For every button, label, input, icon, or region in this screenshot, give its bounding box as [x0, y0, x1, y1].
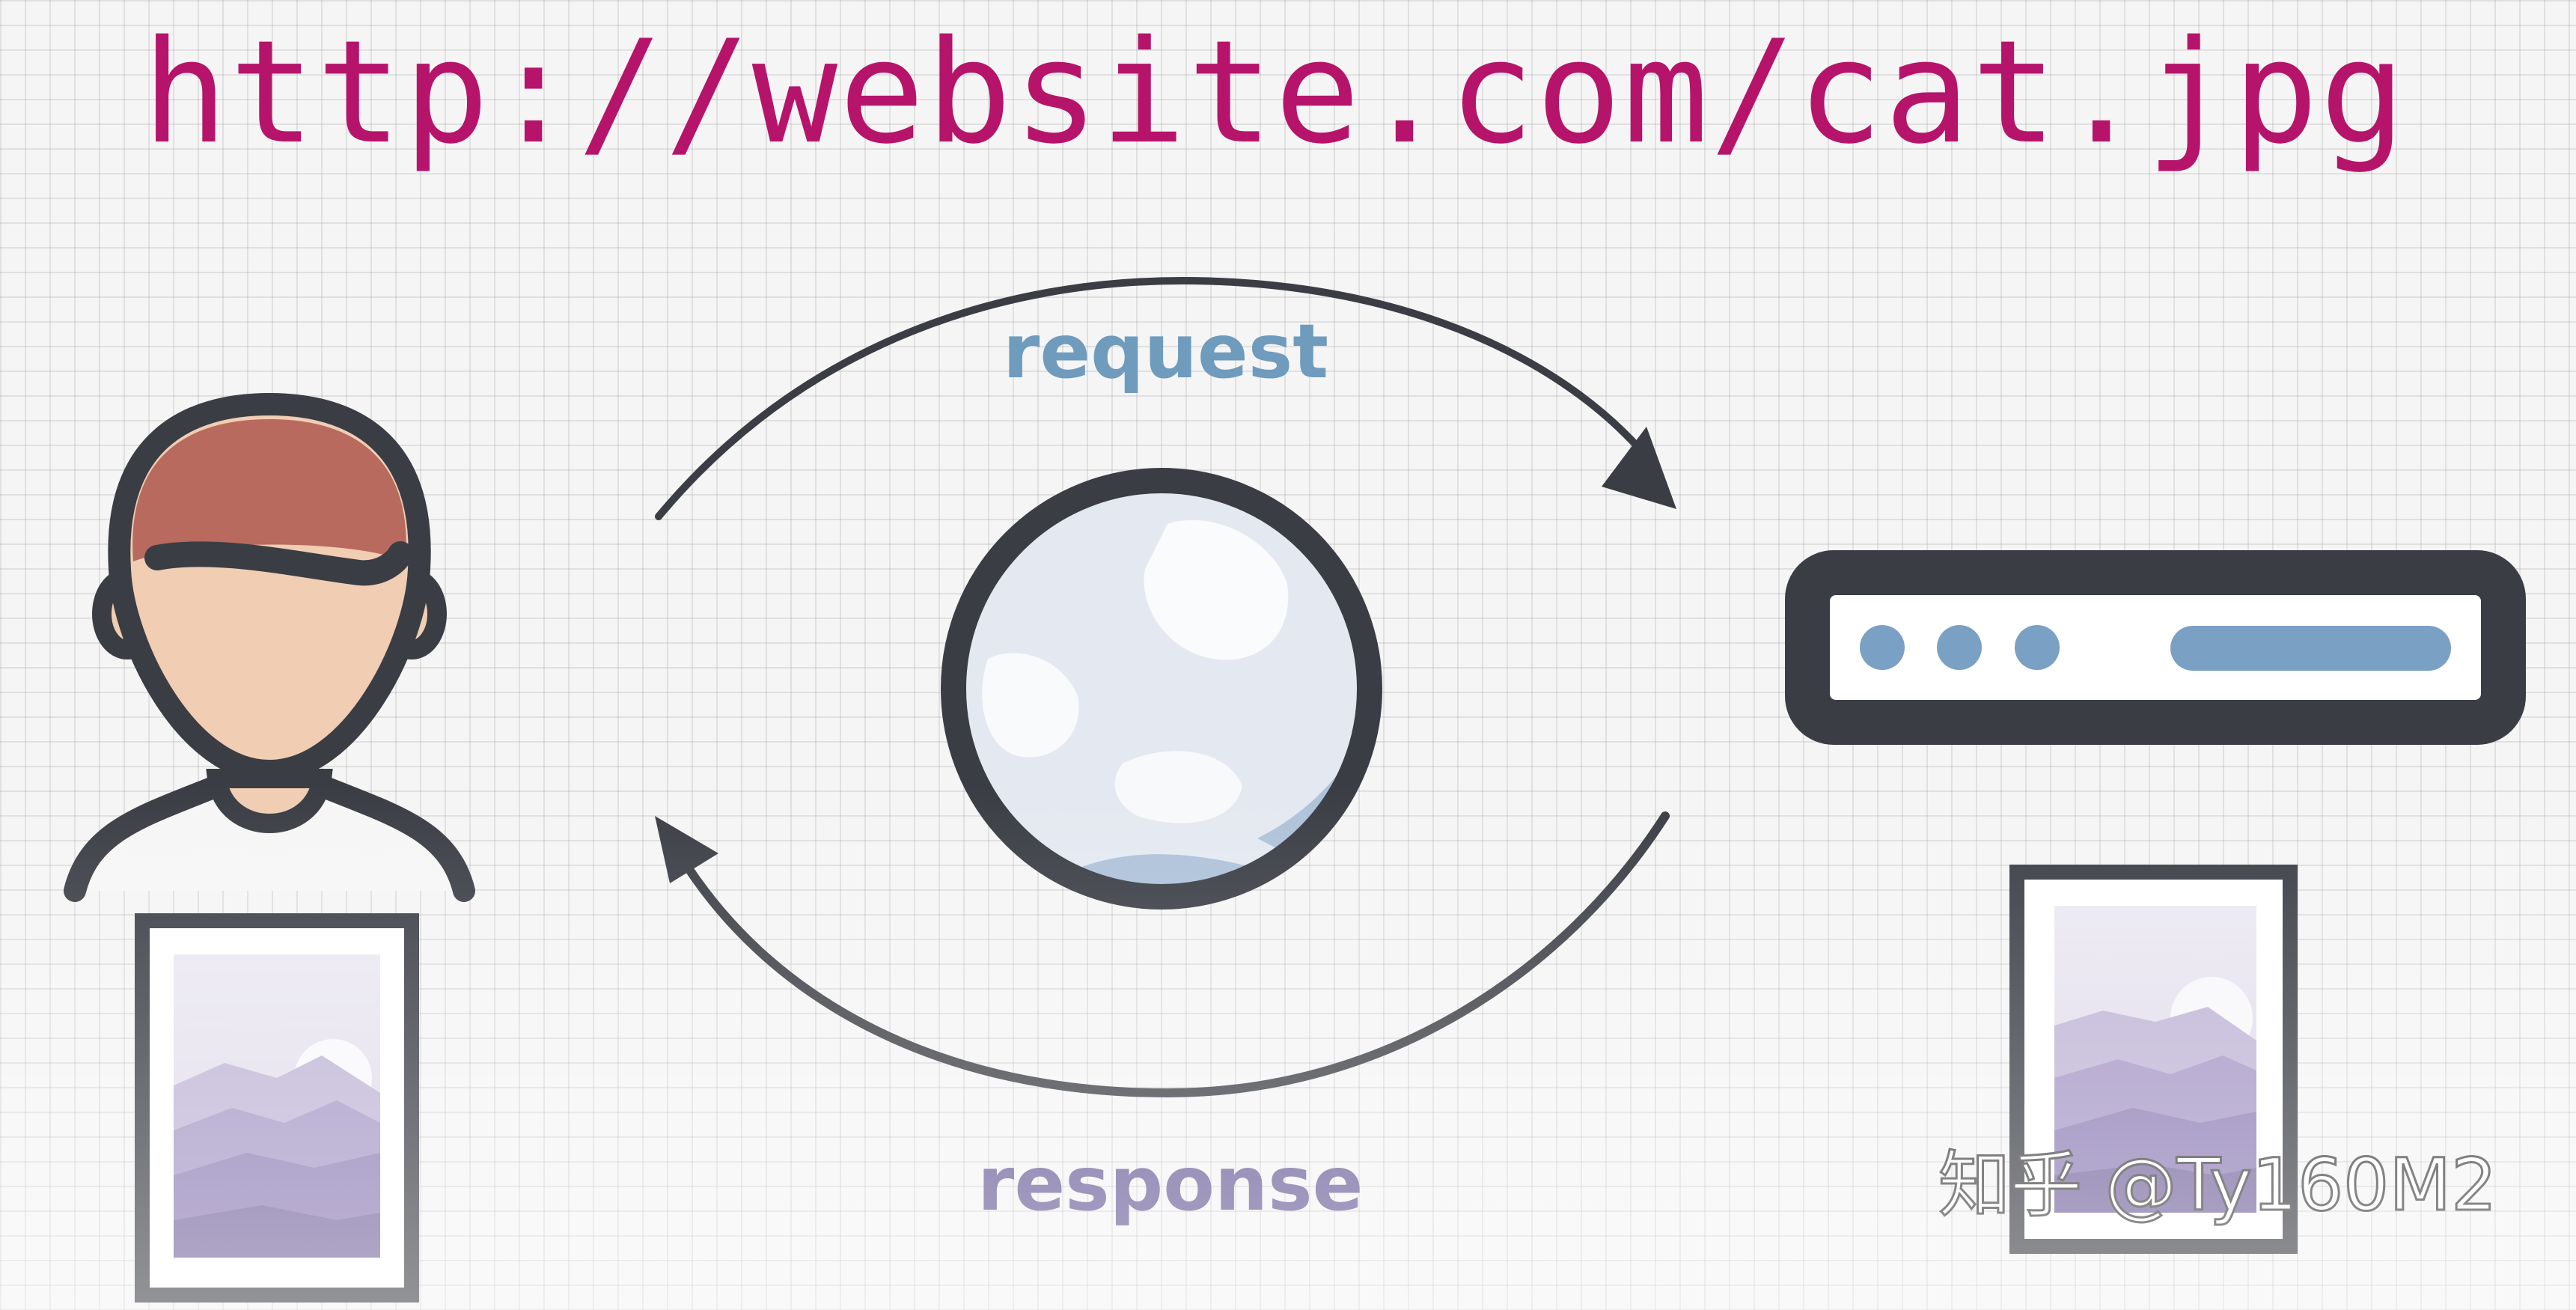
- user-icon: [64, 392, 475, 902]
- watermark-text: 知乎 @Ty160M2: [1937, 1143, 2497, 1227]
- response-label: response: [977, 1140, 1364, 1228]
- server-icon: [1785, 550, 2526, 745]
- request-arrow-icon: [655, 276, 1676, 520]
- globe-icon: [941, 468, 1382, 910]
- url-text: http://website.com/cat.jpg: [142, 10, 2408, 175]
- request-label: request: [1003, 308, 1329, 395]
- response-arrow-icon: [655, 811, 1670, 1098]
- image-icon: [135, 913, 419, 1303]
- image-icon: [2009, 865, 2298, 1254]
